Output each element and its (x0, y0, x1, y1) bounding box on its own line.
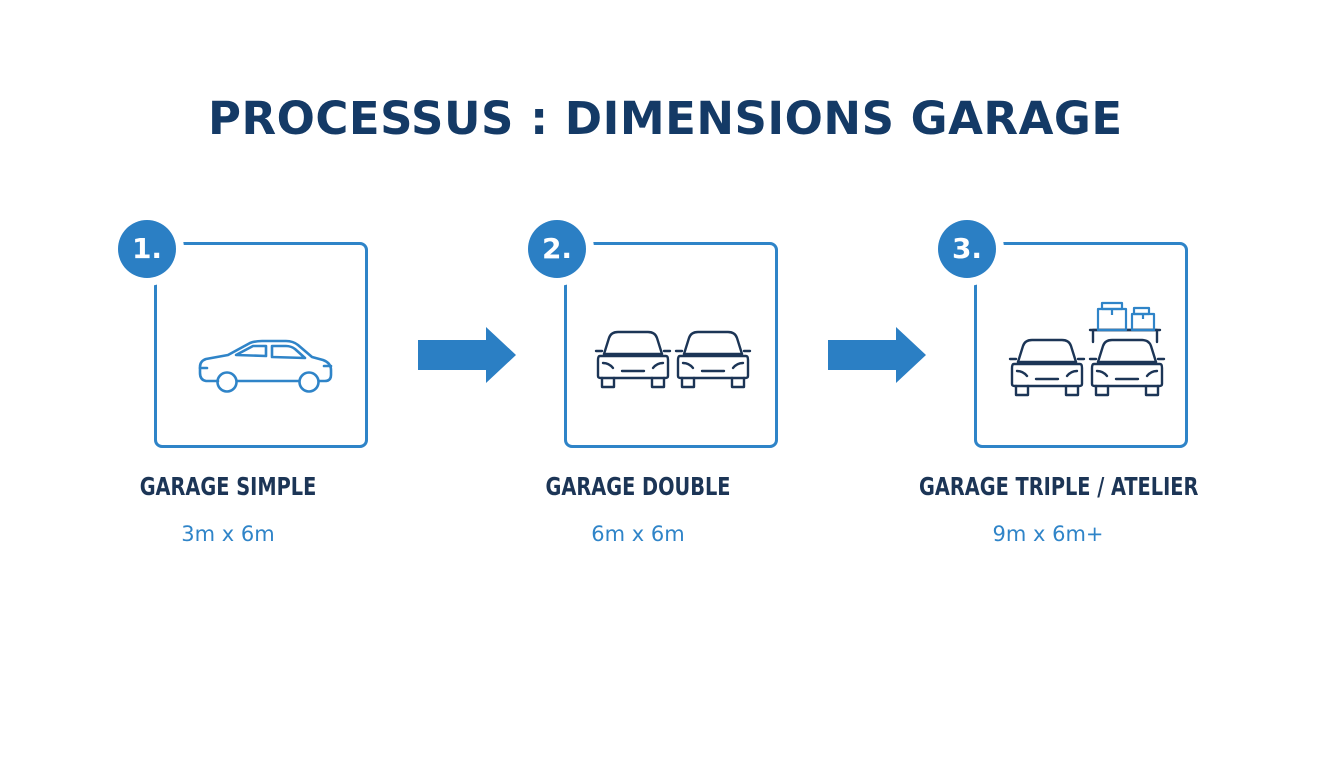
arrow-right-icon (826, 326, 926, 384)
step-2-number-badge: 2. (528, 220, 586, 278)
cars-with-storage-icon (974, 242, 1188, 448)
step-2: 2. (528, 220, 788, 560)
step-3-number-badge: 3. (938, 220, 996, 278)
step-3-frame (974, 242, 1188, 448)
two-cars-icon (564, 242, 778, 448)
step-3-label: GARAGE TRIPLE / ATELIER (919, 472, 1199, 501)
step-1-dimensions: 3m x 6m (181, 522, 275, 546)
step-1-number-badge: 1. (118, 220, 176, 278)
step-2-dimensions: 6m x 6m (591, 522, 685, 546)
step-3: 3. (919, 220, 1198, 560)
car-side-icon (154, 242, 368, 448)
step-3-dimensions: 9m x 6m+ (992, 522, 1104, 546)
step-2-frame (564, 242, 778, 448)
page-title: PROCESSUS : DIMENSIONS GARAGE (208, 92, 1123, 145)
step-2-label: GARAGE DOUBLE (545, 472, 731, 501)
step-1-label: GARAGE SIMPLE (139, 472, 317, 501)
step-1: 1. GARAGE SIMPLE 3m x 6m (118, 220, 378, 560)
arrow-right-icon (416, 326, 516, 384)
